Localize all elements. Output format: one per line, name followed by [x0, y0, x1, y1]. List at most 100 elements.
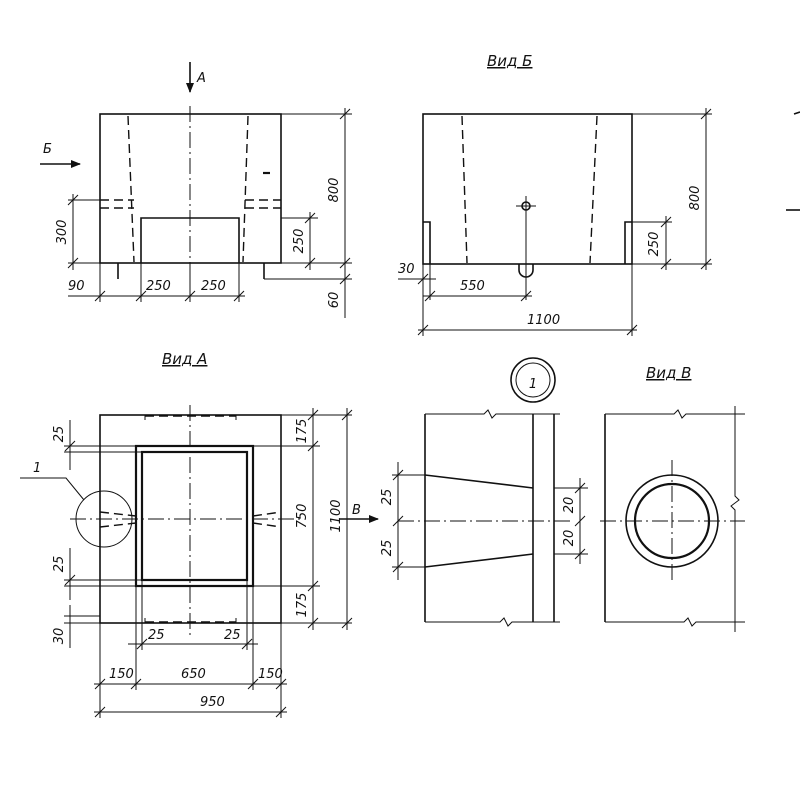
dim-175-bottom-label: 175 — [295, 593, 310, 618]
dim-550-label: 550 — [460, 279, 485, 294]
dim-25-top-label: 25 — [52, 426, 67, 443]
tick — [304, 257, 316, 269]
dim-20-bottom-label: 20 — [562, 530, 577, 547]
tick — [341, 409, 353, 421]
arrow-a-label: А — [196, 71, 206, 86]
tick — [574, 515, 586, 527]
dim-25-inner-right-label: 25 — [224, 628, 241, 643]
front-opening — [140, 217, 240, 263]
tick — [392, 469, 404, 481]
tick — [574, 482, 586, 494]
hidden-taper-left-bottom — [99, 522, 137, 528]
foot-right — [624, 221, 632, 264]
dim-150-left-label: 150 — [109, 667, 134, 682]
dim-1100-label: 1100 — [527, 313, 560, 328]
detail-1-callout — [510, 357, 556, 403]
dim-150-right-label: 150 — [258, 667, 283, 682]
dim-60-label: 60 — [327, 292, 342, 309]
tick — [233, 290, 245, 302]
tick — [417, 273, 429, 285]
tick — [184, 290, 196, 302]
tick — [574, 548, 586, 560]
tick — [626, 324, 638, 336]
tick — [247, 678, 259, 690]
detail-1-callout-inner — [515, 362, 551, 398]
tick — [135, 290, 147, 302]
view-a-title: Вид А — [162, 350, 207, 368]
dim-25-top-label: 25 — [380, 489, 395, 506]
tick — [67, 257, 79, 269]
tick — [392, 515, 404, 527]
break-line-top — [425, 409, 560, 419]
dim-250-b-label: 250 — [201, 279, 226, 294]
hidden-wall-right — [242, 115, 249, 263]
tick — [700, 108, 712, 120]
tick — [660, 258, 672, 270]
tick — [307, 580, 319, 592]
hidden-wall-left — [461, 115, 468, 264]
tick — [94, 706, 106, 718]
tick — [94, 290, 106, 302]
dim-25-bottom-label: 25 — [52, 556, 67, 573]
tick — [392, 561, 404, 573]
tick — [307, 617, 319, 629]
tick — [307, 409, 319, 421]
tick — [67, 194, 79, 206]
dim-25-bottom-label: 25 — [380, 540, 395, 557]
detail-1-circle — [75, 490, 133, 548]
dim-25-inner-left-label: 25 — [148, 628, 165, 643]
tick — [275, 706, 287, 718]
detail-1-callout-number: 1 — [529, 377, 537, 392]
dim-950-label: 950 — [200, 695, 225, 710]
edge-mark — [793, 111, 800, 115]
tick — [520, 290, 532, 302]
view-b: Вид Б 800 250 30 550 — [398, 52, 712, 336]
dim-650-label: 650 — [181, 667, 206, 682]
dim-250-right-label: 250 — [292, 229, 307, 254]
view-a: Вид А 1 25 25 30 — [20, 350, 379, 718]
tick — [130, 678, 142, 690]
view-b-outline — [422, 113, 633, 265]
dim-90-label: 90 — [68, 279, 85, 294]
tick — [424, 290, 436, 302]
dim-30-label: 30 — [398, 262, 415, 277]
dim-250-a-label: 250 — [146, 279, 171, 294]
tick — [275, 678, 287, 690]
dim-800-label: 800 — [327, 178, 342, 203]
dim-800-label: 800 — [688, 186, 703, 211]
taper-bottom — [424, 553, 534, 568]
detail-1: 1 25 25 20 20 — [380, 357, 588, 627]
taper-top — [424, 474, 534, 489]
dim-20-top-label: 20 — [562, 497, 577, 514]
tick — [660, 216, 672, 228]
dim-1100-label: 1100 — [329, 499, 344, 532]
tick — [700, 258, 712, 270]
tick — [339, 108, 351, 120]
detail-1-leader-number: 1 — [33, 461, 41, 476]
break-line-top — [605, 409, 745, 419]
view-v: Вид В — [600, 364, 745, 632]
opening-inner-frame — [140, 450, 249, 582]
tick — [339, 273, 351, 285]
dim-250-label: 250 — [647, 232, 662, 257]
tick — [341, 617, 353, 629]
tick — [136, 638, 148, 650]
view-b-title: Вид Б — [487, 52, 532, 70]
break-line-bottom — [425, 617, 560, 627]
hidden-wall-right — [589, 115, 598, 264]
tick — [304, 212, 316, 224]
detail-1-leader — [20, 477, 85, 501]
tick — [64, 440, 76, 452]
tick — [307, 440, 319, 452]
view-v-title: Вид В — [646, 364, 691, 382]
tick — [64, 574, 76, 586]
break-line-right — [730, 406, 740, 632]
arrow-v-label: В — [352, 503, 361, 518]
dim-30-label: 30 — [52, 628, 67, 645]
bottom-slot — [518, 264, 534, 278]
hidden-wall-left — [127, 115, 135, 263]
hidden-taper-right-bottom — [252, 522, 282, 528]
opening-outer-frame — [134, 444, 255, 588]
foot-left — [423, 221, 431, 264]
